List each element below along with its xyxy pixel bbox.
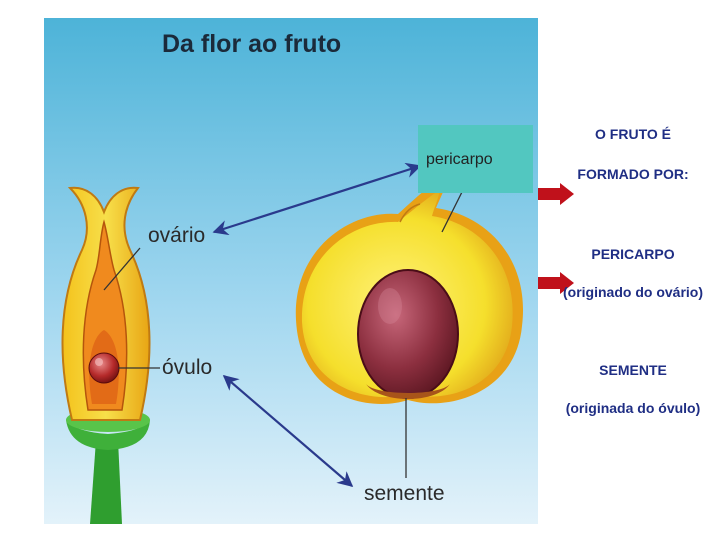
ovule-shape [88, 352, 120, 384]
side-heading-line2: FORMADO POR: [577, 166, 689, 182]
label-semente: semente [364, 482, 445, 505]
label-ovulo: óvulo [162, 356, 213, 379]
arrow-ovario-pericarpo [212, 162, 422, 236]
flower-receptacle [66, 420, 150, 450]
side-part1: PERICARPO [591, 246, 675, 262]
seed-base [366, 384, 450, 399]
label-ovario: ovário [148, 224, 206, 247]
side-part2: SEMENTE [599, 362, 667, 378]
side-part1-origin: (originado do ovário) [563, 284, 703, 300]
pericarpo-highlight-box: pericarpo [418, 125, 533, 193]
arrow-ovulo-semente [222, 374, 354, 488]
red-arrow-2 [538, 272, 574, 294]
flower-stem [90, 440, 122, 524]
pericarpo-label: pericarpo [426, 151, 493, 168]
illustration-title: Da flor ao fruto [162, 30, 342, 58]
side-part2-origin: (originada do óvulo) [565, 400, 701, 416]
side-heading-line1: O FRUTO É [595, 126, 671, 142]
red-arrow-1 [538, 183, 574, 205]
seed-shape [357, 269, 459, 399]
